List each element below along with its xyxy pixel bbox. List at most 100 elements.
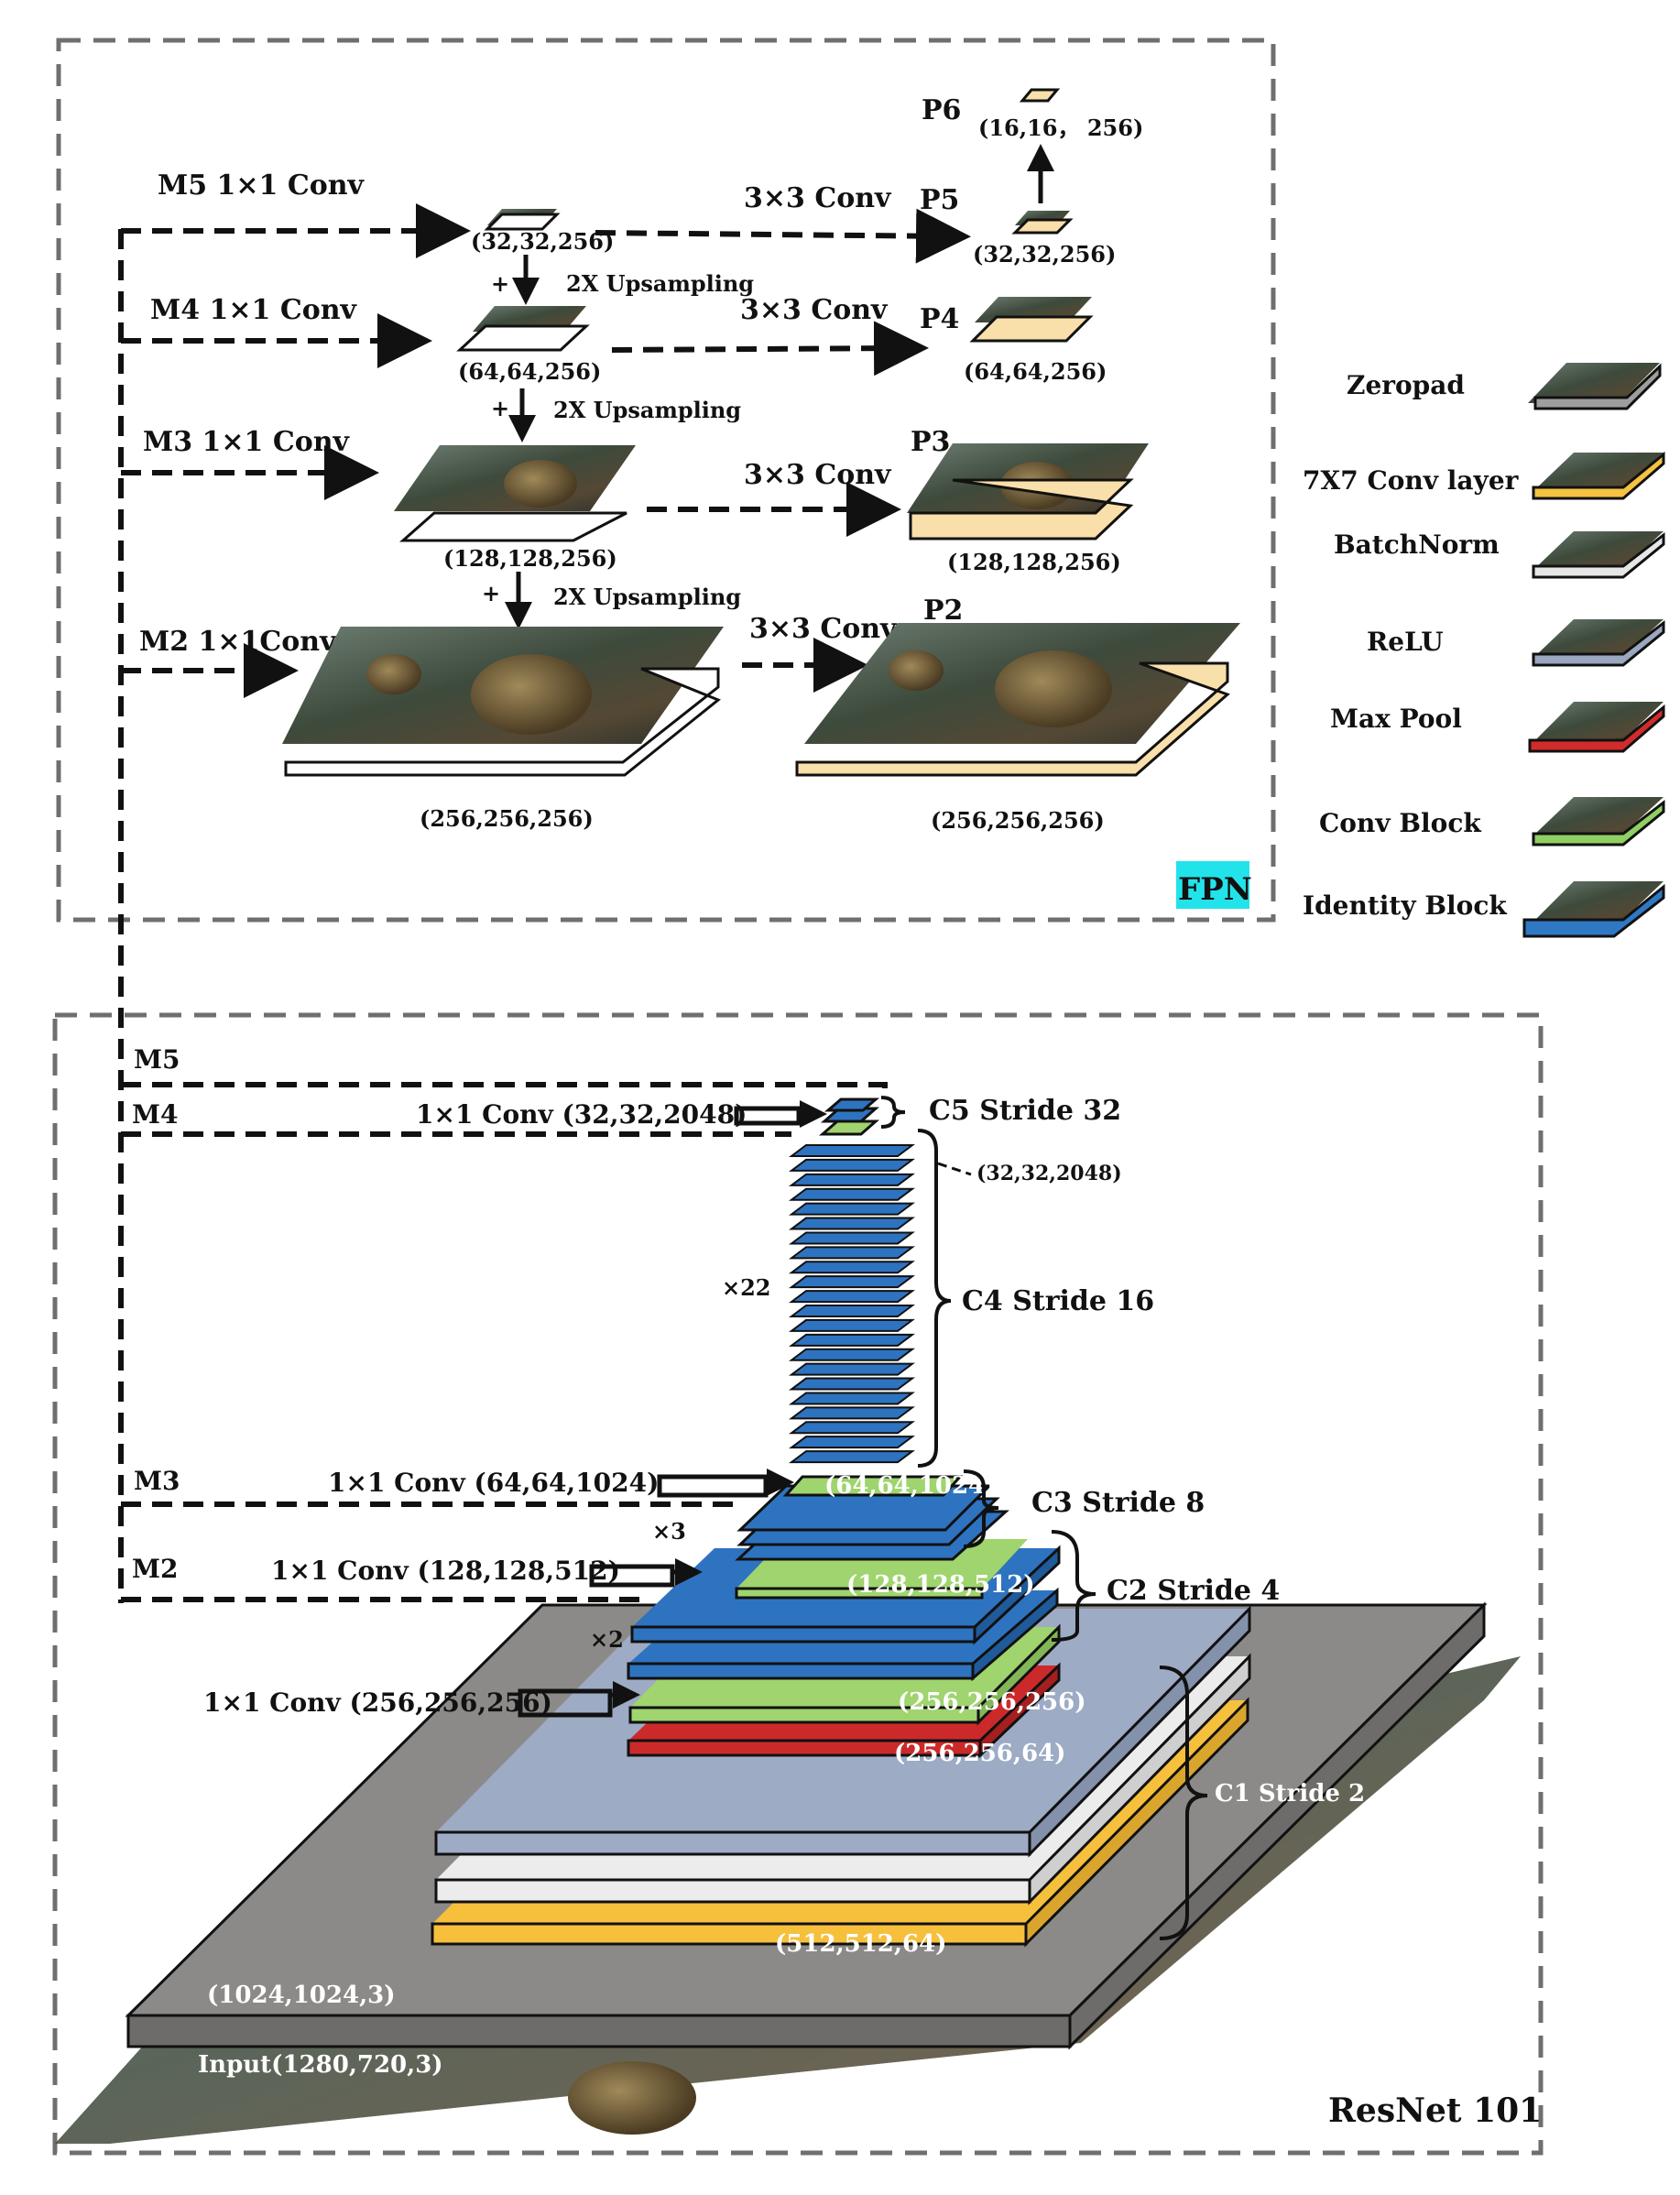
legend-label-conv7: 7X7 Conv layer — [1303, 465, 1520, 496]
fpn-badge-background — [1176, 861, 1249, 909]
c5-conv-label: 1×1 Conv (32,32,2048) — [416, 1099, 747, 1130]
fpn-p2-label: P2 — [923, 595, 963, 627]
fpn-badge: FPN — [1178, 871, 1252, 908]
resnet-m2-label: M2 — [132, 1554, 178, 1584]
fpn-conv3x3-p2-label: 3×3 Conv — [749, 613, 898, 645]
c5-conv-arrow — [734, 1108, 813, 1123]
resnet-m4-label: M4 — [132, 1099, 178, 1130]
fpn-plus-3: + — [482, 580, 500, 606]
conv7-dim: (512,512,64) — [775, 1930, 946, 1958]
c4-identity-block — [789, 1246, 915, 1260]
fpn-p3-label: P3 — [911, 426, 950, 458]
c4-identity-block — [789, 1202, 915, 1216]
c4-tower — [789, 1144, 915, 1464]
c5-identity-block — [821, 1098, 880, 1123]
c5-dim-leader — [937, 1162, 972, 1176]
fpn-m4-to-p4-arrow — [611, 321, 929, 377]
c4-identity-block — [789, 1333, 915, 1347]
fpn-p5-dim: (32,32,256) — [973, 241, 1116, 268]
fpn-p5-plane — [1011, 211, 1074, 235]
c2-conv-arrow — [589, 1567, 689, 1585]
fpn-conv3x3-p4-label: 3×3 Conv — [740, 294, 889, 326]
legend-item-maxpool: Max Pool — [1330, 702, 1665, 753]
fpn-p4-plane — [969, 297, 1094, 343]
c4-identity-block — [789, 1261, 915, 1274]
c5-dim: (32,32,2048) — [976, 1162, 1122, 1185]
c4-identity-block — [789, 1436, 915, 1449]
c3-conv-arrow — [657, 1477, 780, 1495]
c4-identity-block — [789, 1305, 915, 1317]
c4-identity-block — [789, 1290, 915, 1304]
input-label: Input(1280,720,3) — [198, 2051, 443, 2079]
c4-identity-block — [789, 1144, 915, 1157]
c3-repeat: ×3 — [652, 1518, 686, 1545]
fpn-p4-label: P4 — [920, 303, 959, 335]
c4-repeat: ×22 — [722, 1274, 771, 1301]
resnet-dashed-frame — [52, 1012, 1544, 2156]
maxpool-dim: (256,256,64) — [894, 1740, 1065, 1767]
legend-label-zeropad: Zeropad — [1347, 370, 1465, 400]
c1-label: C1 Stride 2 — [1215, 1780, 1365, 1807]
c2-label: C2 Stride 4 — [1107, 1575, 1280, 1607]
fpn-dashed-frame — [56, 38, 1276, 923]
c4-identity-block — [789, 1406, 915, 1420]
c4-identity-block — [789, 1158, 915, 1172]
c4-label: C4 Stride 16 — [962, 1285, 1154, 1317]
zeropad-dim: (1024,1024,3) — [207, 1982, 396, 2009]
fpn-upsampling-label-1: 2X Upsampling — [566, 270, 754, 297]
fpn-upsampling-label-3: 2X Upsampling — [553, 584, 741, 610]
c1-brace — [1159, 1665, 1208, 1940]
fpn-m5-dim: (32,32,256) — [471, 228, 614, 255]
c5-brace — [880, 1096, 906, 1129]
c1-conv-label: 1×1 Conv (256,256,256) — [203, 1687, 552, 1718]
legend-item-relu: ReLU — [1367, 619, 1665, 667]
c4-identity-block — [789, 1275, 915, 1289]
c4-identity-block — [789, 1187, 915, 1201]
fpn-m2-dim: (256,256,256) — [420, 805, 594, 832]
fpn-m5-label: M5 1×1 Conv — [158, 169, 365, 202]
resnet-m5-label: M5 — [134, 1044, 180, 1075]
legend-label-relu: ReLU — [1367, 627, 1444, 657]
c2-dim: (128,128,512) — [846, 1571, 1035, 1599]
legend-item-identityblock: Identity Block — [1303, 881, 1665, 938]
c1-conv-arrow — [518, 1691, 627, 1718]
fpn-p3-plane — [907, 443, 1149, 541]
fpn-m3-dim: (128,128,256) — [443, 545, 617, 572]
c4-identity-block — [789, 1392, 915, 1405]
legend-item-convblock: Conv Block — [1319, 797, 1665, 846]
c4-identity-block — [789, 1362, 915, 1376]
fpn-m4-plane — [456, 306, 590, 352]
c4-identity-block — [789, 1173, 915, 1186]
legend-item-batchnorm: BatchNorm — [1334, 530, 1665, 579]
c4-identity-block — [789, 1348, 915, 1361]
fpn-p3-dim: (128,128,256) — [947, 549, 1121, 575]
fpn-p6-dim: (16,16， 256) — [978, 115, 1143, 141]
fpn-p6-label: P6 — [922, 94, 961, 126]
fpn-upsampling-label-2: 2X Upsampling — [553, 397, 741, 423]
fpn-m3-plane — [394, 445, 636, 542]
fpn-m2-plane — [282, 627, 724, 777]
fpn-plus-2: + — [491, 395, 509, 421]
c5-label: C5 Stride 32 — [929, 1095, 1121, 1127]
c4-identity-block — [789, 1318, 915, 1332]
legend-label-identityblock: Identity Block — [1303, 890, 1507, 921]
c3-brace — [963, 1469, 999, 1548]
fpn-m5-plane — [484, 209, 561, 231]
legend: Zeropad 7X7 Conv layer BatchNorm ReLU Ma… — [1303, 363, 1665, 938]
fpn-conv3x3-p5-label: 3×3 Conv — [744, 182, 892, 214]
fpn-plus-1: + — [491, 270, 509, 297]
fpn-m2-label: M2 1×1Conv — [139, 626, 337, 658]
c4-identity-block — [789, 1450, 915, 1464]
fpn-m4-dim: (64,64,256) — [458, 358, 601, 385]
c2-repeat: ×2 — [590, 1626, 624, 1653]
fpn-p2-plane — [795, 623, 1240, 777]
c3-conv-label: 1×1 Conv (64,64,1024) — [328, 1468, 659, 1498]
legend-label-batchnorm: BatchNorm — [1334, 530, 1500, 560]
c2-brace — [1051, 1530, 1096, 1642]
resnet-title: ResNet 101 — [1328, 2091, 1542, 2130]
c2-conv-label: 1×1 Conv (128,128,512) — [271, 1556, 620, 1586]
fpn-conv3x3-p3-label: 3×3 Conv — [744, 459, 892, 491]
resnet-m3-label: M3 — [134, 1466, 180, 1496]
fpn-p6-plane — [1019, 88, 1061, 103]
